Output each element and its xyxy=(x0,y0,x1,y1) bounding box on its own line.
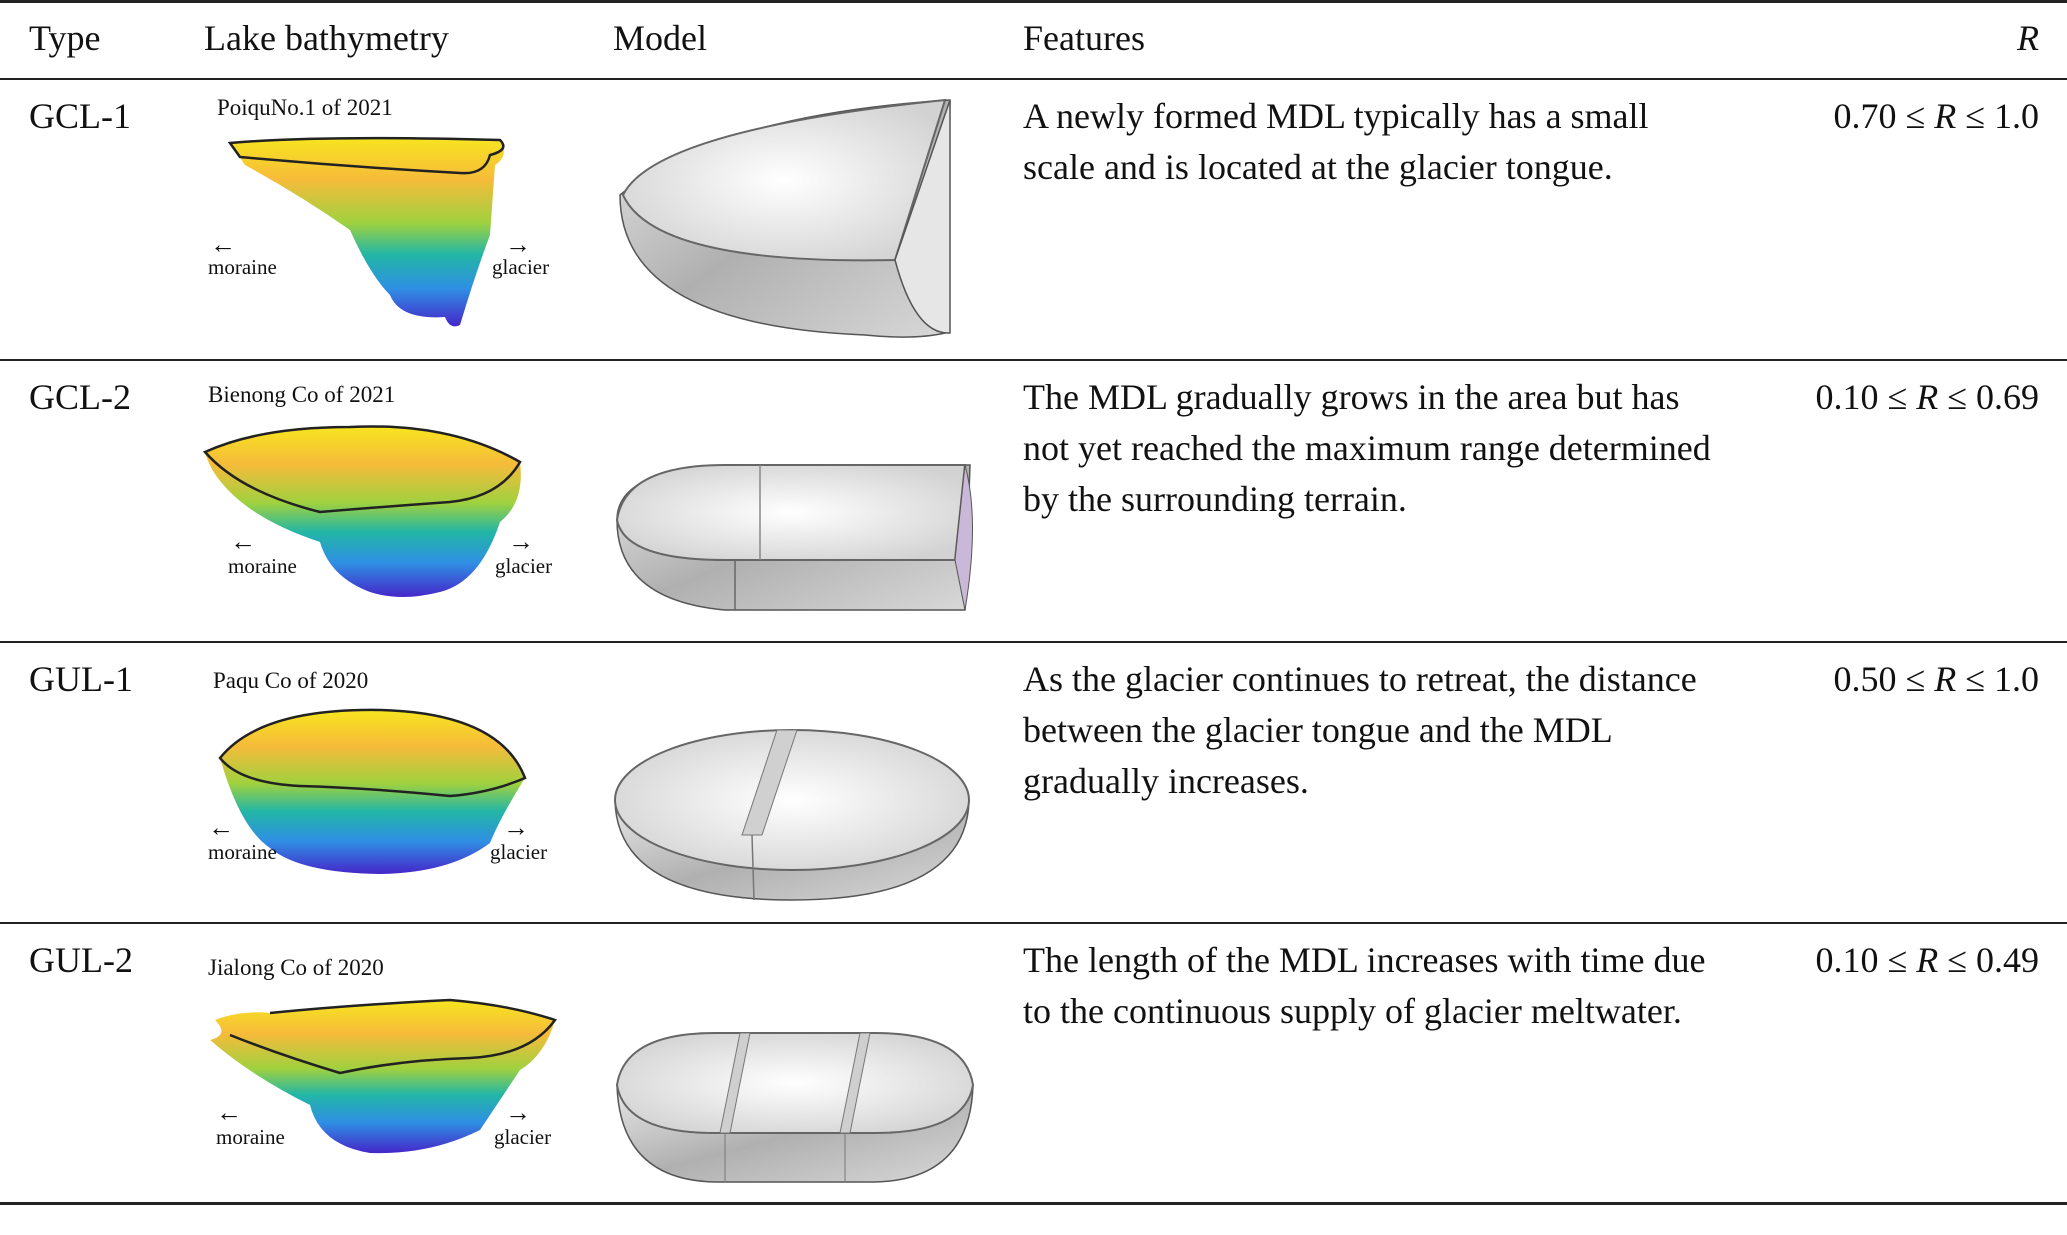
bathymetry-figure: Bienong Co of 2021 ← moraine → glacier xyxy=(200,382,580,632)
arrow-right-icon: → xyxy=(503,813,529,842)
header-r: R xyxy=(2017,18,2039,58)
type-cell: GCL-1 xyxy=(29,96,131,136)
moraine-label: moraine xyxy=(216,1125,285,1149)
arrow-left-icon: ← xyxy=(208,813,234,842)
glacier-label: glacier xyxy=(494,1125,552,1149)
header-features: Features xyxy=(1023,18,1145,58)
bathymetry-shape xyxy=(227,136,505,327)
r-range-cell: 0.70 ≤ R ≤ 1.0 xyxy=(1833,96,2039,136)
moraine-label: moraine xyxy=(228,554,297,578)
row-divider xyxy=(0,359,2067,361)
bottom-rule xyxy=(0,1202,2067,1205)
bathymetry-figure: Jialong Co of 2020 ← moraine → glacier xyxy=(200,955,580,1205)
r-range-cell: 0.10 ≤ R ≤ 0.69 xyxy=(1815,377,2039,417)
header-rule xyxy=(0,78,2067,80)
bathymetry-shape xyxy=(218,708,527,874)
type-cell: GUL-2 xyxy=(29,940,133,980)
arrow-left-icon: ← xyxy=(216,1098,242,1127)
features-cell: The MDL gradually grows in the area but … xyxy=(1023,377,1711,519)
arrow-left-icon: ← xyxy=(210,230,236,259)
model-figure xyxy=(614,729,970,901)
header-model: Model xyxy=(613,18,707,58)
r-range-cell: 0.10 ≤ R ≤ 0.49 xyxy=(1815,940,2039,980)
glacier-label: glacier xyxy=(492,255,550,279)
row-divider xyxy=(0,922,2067,924)
arrow-right-icon: → xyxy=(505,230,531,259)
features-cell: As the glacier continues to retreat, the… xyxy=(1023,659,1697,801)
glacier-label: glacier xyxy=(490,840,548,864)
bathymetry-figure: Paqu Co of 2020 ← moraine → glacier xyxy=(200,668,580,918)
moraine-label: moraine xyxy=(208,255,277,279)
bathymetry-figure: PoiquNo.1 of 2021 ← moraine → glacier xyxy=(200,95,580,345)
lake-title: Jialong Co of 2020 xyxy=(208,955,384,980)
header-type: Type xyxy=(29,18,101,58)
r-range-cell: 0.50 ≤ R ≤ 1.0 xyxy=(1833,659,2039,699)
arrow-right-icon: → xyxy=(508,527,534,556)
header-bathymetry: Lake bathymetry xyxy=(204,18,449,58)
bathymetry-shape xyxy=(202,425,522,597)
model-figure xyxy=(615,1032,975,1183)
lake-title: Bienong Co of 2021 xyxy=(208,382,396,407)
features-cell: The length of the MDL increases with tim… xyxy=(1023,940,1706,1031)
moraine-label: moraine xyxy=(208,840,277,864)
lake-title: Paqu Co of 2020 xyxy=(213,668,369,693)
type-cell: GCL-2 xyxy=(29,377,131,417)
model-figure xyxy=(615,464,973,611)
arrow-left-icon: ← xyxy=(230,527,256,556)
top-rule xyxy=(0,0,2067,3)
model-figure xyxy=(619,98,951,338)
type-cell: GUL-1 xyxy=(29,659,133,699)
glacier-label: glacier xyxy=(495,554,553,578)
lake-title: PoiquNo.1 of 2021 xyxy=(217,95,393,120)
bathymetry-shape xyxy=(210,998,558,1154)
row-divider xyxy=(0,641,2067,643)
arrow-right-icon: → xyxy=(505,1098,531,1127)
features-cell: A newly formed MDL typically has a small… xyxy=(1023,96,1649,187)
